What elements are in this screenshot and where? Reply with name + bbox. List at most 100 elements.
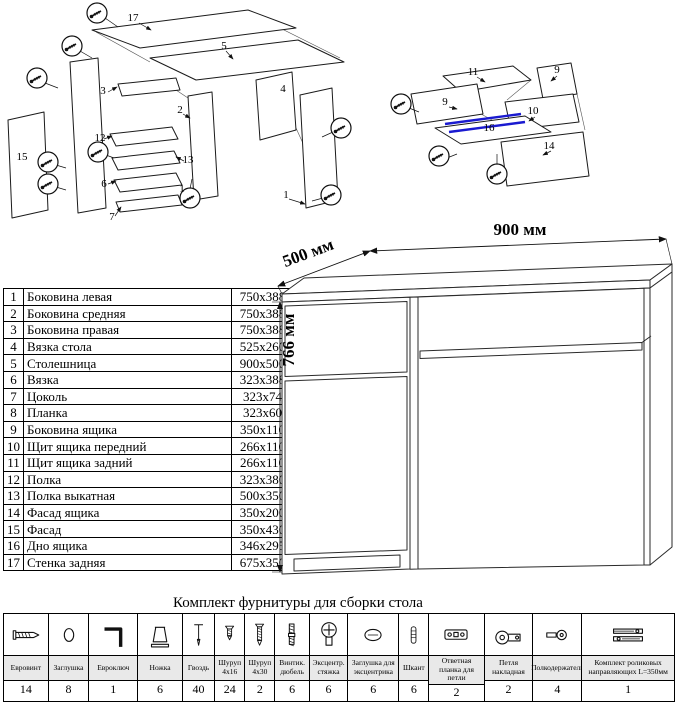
- hardware-item-label: Гвоздь: [182, 656, 215, 681]
- part-number: 15: [3, 520, 24, 538]
- label-leader-lines: [448, 75, 558, 156]
- diagram-part-number: 9: [554, 64, 560, 76]
- diagram-part-number: 2: [177, 104, 183, 116]
- diagram-part-number: 12: [95, 132, 106, 144]
- panel-door-15: [7, 111, 49, 219]
- hardware-item-qty: 6: [399, 681, 429, 697]
- hex-key-icon: [89, 614, 138, 656]
- diagram-part-number: 5: [221, 40, 227, 52]
- hinge-plate-icon: [429, 614, 484, 656]
- hardware-item-qty: 1: [582, 681, 674, 697]
- diagram-part-number: 17: [128, 12, 140, 24]
- screw-callout-icon: [390, 93, 412, 115]
- nail-icon: [182, 614, 215, 656]
- hardware-item-label: Шуруп 4x30: [245, 656, 275, 681]
- hardware-item-qty: 1: [89, 681, 138, 697]
- hinge-callout-icon: [37, 151, 59, 173]
- hinge-icon: [484, 614, 533, 656]
- cam-lock-icon: [309, 614, 348, 656]
- part-number: 12: [3, 470, 24, 489]
- diagram-part-number: 4: [280, 83, 286, 95]
- panel-drawer-side-9-left: [410, 83, 484, 125]
- part-number: 6: [3, 370, 24, 389]
- part-name: Фасад: [23, 520, 232, 538]
- part-name: Дно ящика: [23, 536, 232, 555]
- hardware-item-qty: 24: [215, 681, 245, 697]
- dimension-depth-label: 500 мм: [280, 235, 337, 271]
- leg-icon: [138, 614, 182, 656]
- hardware-item-label: Петля накладная: [484, 656, 533, 681]
- hinge-callout-icon: [37, 173, 59, 195]
- hardware-item-qty: 14: [4, 681, 48, 697]
- part-number: 9: [3, 420, 24, 439]
- part-name: Боковина ящика: [23, 420, 232, 439]
- panel-plinth-7: [115, 194, 183, 213]
- part-name: Боковина правая: [23, 321, 232, 339]
- diagram-part-number: 13: [183, 154, 195, 166]
- hardware-item-label: Евровинт: [4, 656, 48, 681]
- desk-open-cavity: [417, 287, 645, 570]
- part-number: 14: [3, 503, 24, 522]
- hardware-item-qty: 6: [275, 681, 309, 697]
- screw-callout-icon: [87, 141, 109, 163]
- panel-plank-3: [117, 77, 181, 97]
- diagram-part-number: 16: [484, 122, 496, 134]
- part-name: Щит ящика задний: [23, 453, 232, 472]
- part-number: 13: [3, 487, 24, 505]
- part-number: 4: [3, 337, 24, 356]
- hardware-item-qty: 2: [429, 684, 484, 701]
- part-name: Боковина средняя: [23, 304, 232, 323]
- desk-right-side-front-edge: [643, 287, 651, 566]
- panel-side-left-1: [69, 57, 107, 214]
- hardware-item-label: Винтик. дюбель: [275, 656, 309, 681]
- panel-rail-4: [255, 71, 297, 141]
- roller-guide-rail: [444, 112, 522, 126]
- screw-callout-icon: [86, 2, 108, 24]
- assembly-guide-lines: [95, 13, 341, 151]
- dimension-lines: [272, 236, 673, 573]
- callout-leader-lines: [44, 17, 334, 202]
- hardware-item-label: Комплект роликовых направляющих L=350мм: [582, 656, 674, 681]
- part-name: Планка: [23, 404, 232, 422]
- desk-middle-panel-edge: [409, 296, 419, 570]
- part-name: Вязка: [23, 370, 232, 389]
- cap-icon: [48, 614, 89, 656]
- screw-4x16-icon: [215, 614, 245, 656]
- diagram-part-number: 14: [544, 140, 556, 152]
- desk-plinth: [293, 554, 401, 572]
- part-name: Щит ящика передний: [23, 437, 232, 455]
- screw-4x30-icon: [245, 614, 275, 656]
- diagram-part-number: 6: [101, 178, 107, 190]
- dimension-width-label: 900 мм: [494, 220, 547, 239]
- part-number: 1: [3, 288, 24, 306]
- hardware-item-label: Шкант: [399, 656, 429, 681]
- part-number: 7: [3, 387, 24, 406]
- hardware-item-label: Шуруп 4x16: [215, 656, 245, 681]
- panel-drawer-side-9-right: [536, 62, 578, 100]
- desk-drawer-front: [284, 301, 408, 377]
- hardware-item-label: Ответная планка для петли: [429, 656, 484, 685]
- drawer-slides-icon: [582, 614, 674, 656]
- hardware-item-qty: 2: [245, 681, 275, 697]
- desk-right-side-outer: [649, 271, 673, 566]
- screw-callout-icon: [26, 67, 48, 89]
- cam-cap-icon: [348, 614, 399, 656]
- roller-guide-rail: [448, 120, 526, 134]
- diagram-part-number: 9: [442, 96, 448, 108]
- diagram-part-number: 3: [100, 85, 106, 97]
- hardware-item-qty: 2: [484, 681, 533, 697]
- screw-callout-icon: [61, 35, 83, 57]
- diagram-part-number: 1: [283, 189, 289, 201]
- hardware-kit-title: Комплект фурнитуры для сборки стола: [173, 595, 423, 611]
